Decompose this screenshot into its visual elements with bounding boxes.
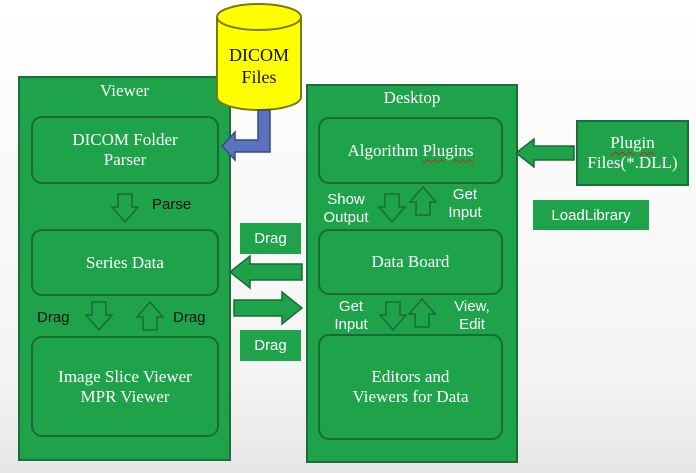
algorithm-plugins-word: Plugins [422,140,474,160]
plugin-files-word: Plugin [610,133,655,152]
show-output-down-arrow [377,193,407,224]
parse-down-arrow [110,193,140,224]
drag-tag-bottom: Drag [240,330,301,361]
plugin-files-box[interactable]: Plugin Files(*.DLL) [576,120,689,186]
plugin-files-ext: Files(*.DLL) [587,153,678,172]
drag-down-arrow [84,301,114,332]
series-data-box[interactable]: Series Data [31,229,219,296]
image-slice-viewer-box[interactable]: Image Slice Viewer MPR Viewer [31,336,219,437]
drag-down-label: Drag [37,309,70,326]
cylinder-to-parser-arrow [220,109,271,162]
plugin-to-algorithm-arrow [514,137,575,169]
data-board-box[interactable]: Data Board [318,229,503,295]
desktop-title: Desktop [383,88,441,107]
editors-viewers-box[interactable]: Editors and Viewers for Data [318,334,503,440]
view-edit-up-arrow [407,297,437,328]
loadlibrary-tag: LoadLibrary [533,200,649,230]
drag-up-label: Drag [173,309,206,326]
drag-tag-top: Drag [240,223,301,254]
parse-label: Parse [152,196,192,213]
dicom-folder-parser-box[interactable]: DICOM Folder Parser [31,116,219,184]
viewer-to-desktop-arrow [233,290,304,326]
desktop-to-viewer-arrow [228,254,303,290]
drag-up-arrow [135,300,165,331]
get-input-up-arrow-top [408,185,438,216]
show-output-label: Show Output [323,191,369,226]
get-input-down-arrow-bottom [378,301,408,332]
view-edit-label: View, Edit [454,298,490,333]
get-input-bottom-label: Get Input [334,298,368,333]
dicom-files-cylinder[interactable] [214,2,304,114]
algorithm-plugins-prefix: Algorithm [347,140,423,160]
algorithm-plugins-box[interactable]: Algorithm Plugins [318,117,503,184]
get-input-top-label: Get Input [448,186,482,221]
viewer-title: Viewer [99,81,149,100]
dicom-files-label: DICOM Files [228,45,289,87]
